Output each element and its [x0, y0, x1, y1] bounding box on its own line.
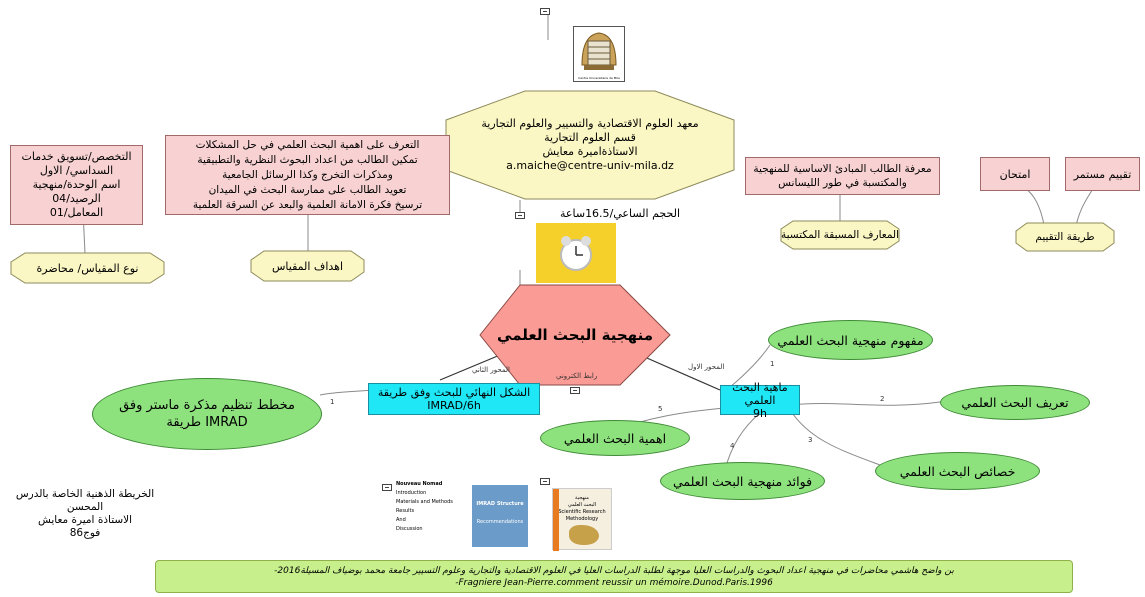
edge-number: 1	[330, 398, 335, 406]
specialty-box[interactable]: التخصص/تسويق خدمات السداسي/ الاول اسم ال…	[10, 145, 143, 225]
book3-en: Scientific Research	[558, 509, 606, 515]
objective-line: ترسيخ فكرة الامانة العلمية والبعد عن الس…	[192, 198, 423, 211]
specialty-line: اسم الوحدة/منهجية	[32, 178, 121, 191]
volume-label: الحجم الساعي/16.5ساعة	[560, 207, 680, 220]
objectives-box[interactable]: التعرف على اهمية البحث العلمي في حل المش…	[165, 135, 450, 215]
prior-knowledge-octagon[interactable]: المعارف المسبقة المكتسبة	[780, 220, 900, 250]
axis2-edge-label: المحور الثاني	[472, 366, 510, 374]
specialty-line: السداسي/ الاول	[39, 164, 114, 177]
note-icon[interactable]	[540, 478, 550, 485]
header-line: قسم العلوم التجارية	[544, 131, 636, 144]
objectives-label: اهداف المقياس	[271, 259, 344, 273]
header-octagon[interactable]: معهد العلوم الاقتصادية والتسيير والعلوم …	[445, 90, 735, 200]
prior-line: معرفة الطالب المبادئ الاساسية للمنهجية	[753, 163, 932, 175]
objective-line: ومذكرات التخرج وكذا الرسائل الجامعية	[222, 168, 393, 181]
concept-node[interactable]: مفهوم منهجية البحث العلمي	[768, 320, 933, 360]
reference-line: بن واضح هاشمي محاضرات في منهجية اعداد ال…	[274, 565, 954, 576]
imrad-word: Materials and Methods	[396, 499, 453, 505]
imrad-image-title: Nouveau Nomad	[396, 481, 443, 487]
imrad-word: And	[396, 517, 406, 523]
note-icon[interactable]	[540, 8, 550, 15]
header-line: معهد العلوم الاقتصادية والتسيير والعلوم …	[481, 117, 699, 130]
edge-number: 1	[770, 360, 775, 368]
objectives-octagon[interactable]: اهداف المقياس	[250, 250, 365, 282]
specialty-line: المعامل/01	[49, 206, 104, 219]
alarm-clock-image	[536, 223, 616, 283]
importance-node[interactable]: اهمية البحث العلمي	[540, 420, 690, 456]
evaluation-octagon[interactable]: طريقة التقييم	[1015, 222, 1115, 252]
characteristics-node[interactable]: خصائص البحث العلمي	[875, 452, 1040, 490]
imrad-cover-title: IMRAD Structure	[476, 501, 524, 507]
author-note: الخريطة الذهنية الخاصة بالدرس المحسن الا…	[10, 488, 160, 540]
edge-number: 4	[730, 442, 735, 450]
author-note-line: الاستاذة اميرة معايش	[37, 514, 133, 526]
continuous-eval-box[interactable]: تقييم مستمر	[1065, 157, 1140, 191]
imrad-structure-cover: IMRAD Structure Recommendations	[472, 485, 528, 547]
imrad-word: Discussion	[396, 526, 423, 532]
book3-en2: Methodology	[565, 516, 599, 522]
edge-number: 5	[658, 405, 663, 413]
book3-subtitle: البحث العلمي	[567, 502, 597, 508]
note-icon[interactable]	[515, 212, 525, 219]
references-box: بن واضح هاشمي محاضرات في منهجية اعداد ال…	[155, 560, 1073, 593]
course-type-octagon[interactable]: نوع المقياس/ محاضرة	[10, 252, 165, 284]
benefits-node[interactable]: فوائد منهجية البحث العلمي	[660, 462, 825, 500]
link-icon[interactable]	[570, 387, 580, 394]
prior-line: والمكتسبة في طور الليسانس	[778, 177, 907, 189]
header-email: a.maiche@centre-univ-mila.dz	[506, 159, 674, 172]
course-type-label: نوع المقياس/ محاضرة	[36, 261, 139, 275]
imrad-cover-subtitle: Recommendations	[476, 519, 524, 525]
book3-title: منهجية	[575, 495, 589, 501]
objective-line: التعرف على اهمية البحث العلمي في حل المش…	[195, 138, 420, 151]
university-logo: Centre Universitaire de Mila	[573, 26, 625, 82]
specialty-line: الرصيد/04	[52, 192, 101, 205]
axis1-edge-label: المحور الاول	[688, 363, 725, 371]
axis1-hours: 9h	[753, 406, 767, 420]
prior-knowledge-box[interactable]: معرفة الطالب المبادئ الاساسية للمنهجية و…	[745, 157, 940, 195]
axis1-title: ماهية البحث العلمي	[732, 380, 788, 407]
imrad-acronym-image: Nouveau Nomad Introduction Materials and…	[396, 480, 466, 545]
objective-line: تعويد الطالب على ممارسة البحث في الميدان	[208, 183, 407, 196]
author-note-line: فوج86	[69, 527, 101, 539]
methodology-book-cover: منهجية البحث العلمي Scientific Research …	[552, 488, 612, 551]
note-icon[interactable]	[382, 484, 392, 491]
exam-box[interactable]: امتحان	[980, 157, 1050, 191]
imrad-word: Results	[396, 508, 415, 514]
reference-line: -Fragniere Jean-Pierre.comment reussir u…	[455, 577, 773, 588]
definition-node[interactable]: تعريف البحث العلمي	[940, 385, 1090, 420]
axis2-title: الشكل النهائي للبحث وفق طريقة	[377, 386, 531, 399]
center-hexagon-shape	[479, 284, 671, 386]
imrad-plan-line: IMRAD طريقة	[166, 415, 248, 430]
objective-line: تمكين الطالب من اعداد البحوث النظرية وال…	[197, 153, 418, 166]
axis2-hours: IMRAD/6h	[427, 399, 481, 412]
axis1-node[interactable]: ماهية البحث العلمي 9h	[720, 381, 800, 420]
imrad-word: Introduction	[396, 490, 427, 496]
imrad-plan-node[interactable]: مخطط تنظيم مذكرة ماستر وفق IMRAD طريقة	[92, 378, 322, 450]
prior-knowledge-label: المعارف المسبقة المكتسبة	[780, 229, 900, 241]
edge-number: 2	[880, 395, 885, 403]
edge-number: 3	[808, 436, 813, 444]
author-note-line: الخريطة الذهنية الخاصة بالدرس المحسن	[15, 488, 155, 513]
evaluation-label: طريقة التقييم	[1035, 231, 1095, 243]
axis2-node[interactable]: الشكل النهائي للبحث وفق طريقة IMRAD/6h	[368, 383, 540, 415]
logo-caption: Centre Universitaire de Mila	[578, 76, 620, 80]
specialty-line: التخصص/تسويق خدمات	[21, 150, 132, 163]
center-topic[interactable]: منهجية البحث العلمي	[497, 326, 653, 344]
header-line: الاستاذةاميرة معايش	[542, 145, 638, 158]
imrad-plan-line: مخطط تنظيم مذكرة ماستر وفق	[119, 398, 295, 413]
link-label: رابط الكتروني	[556, 372, 598, 380]
